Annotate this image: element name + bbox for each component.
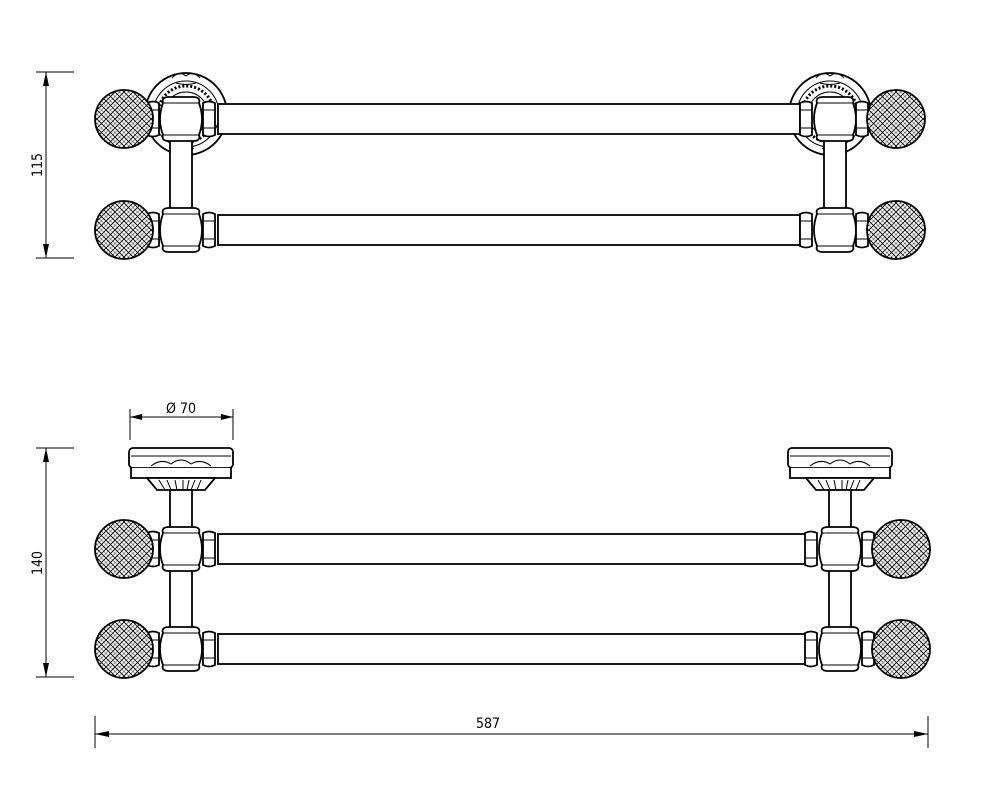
left-lower-joint — [159, 207, 203, 253]
right-lower-joint — [813, 207, 857, 253]
rear-towel-bar — [217, 633, 809, 665]
upper-towel-bar — [217, 103, 801, 135]
right-upper-joint — [813, 96, 857, 142]
crystal-knob-top-left — [94, 89, 154, 149]
dimension-width: 587 — [94, 716, 929, 748]
dimension-label-diameter: Ø 70 — [166, 401, 196, 417]
dimension-label-587: 587 — [476, 716, 500, 732]
dimension-label-140: 140 — [30, 551, 46, 575]
crystal-knob-bottom-left — [94, 200, 154, 260]
left-upper-joint — [159, 96, 203, 142]
right-wall-mount — [787, 447, 893, 491]
lower-towel-bar — [217, 214, 801, 246]
left-wall-mount — [128, 447, 234, 491]
dimension-diameter: Ø 70 — [129, 401, 234, 440]
front-towel-bar — [217, 533, 809, 565]
crystal-knob-plan-rear-left — [94, 619, 154, 679]
dimension-label-115: 115 — [30, 153, 46, 177]
dimension-height-top: 115 — [30, 71, 74, 259]
crystal-knob-plan-rear-right — [871, 619, 931, 679]
crystal-knob-plan-front-left — [94, 519, 154, 579]
crystal-knob-plan-front-right — [871, 519, 931, 579]
crystal-knob-top-right — [866, 89, 926, 149]
crystal-knob-bottom-right — [866, 200, 926, 260]
front-elevation-view: 115 — [30, 71, 926, 260]
dimension-height-bottom: 140 — [30, 447, 74, 678]
plan-view: Ø 70 140 587 — [30, 401, 931, 748]
